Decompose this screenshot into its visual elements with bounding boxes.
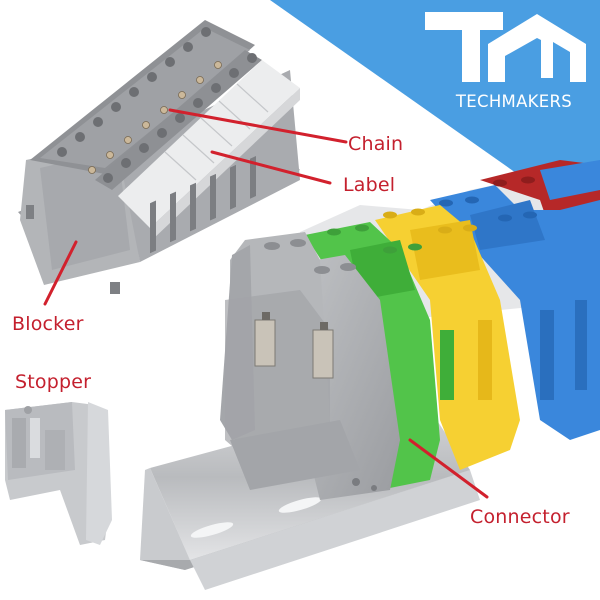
callout-chain: Chain [348,133,404,155]
din-rail-connectors [220,160,600,500]
brand-name: TECHMAKERS [455,92,573,111]
callout-blocker: Blocker [12,313,84,335]
callout-connector: Connector [470,506,570,528]
techmakers-logo-icon [425,12,586,82]
connector-callout-line [408,438,489,499]
callout-label: Label [343,174,396,196]
callout-stopper: Stopper [15,371,92,393]
end-stopper [5,402,112,545]
blocker-callout-line [43,240,78,306]
chain-callout-line [168,108,348,144]
label-callout-line [210,150,332,185]
callout-lines [43,108,489,499]
